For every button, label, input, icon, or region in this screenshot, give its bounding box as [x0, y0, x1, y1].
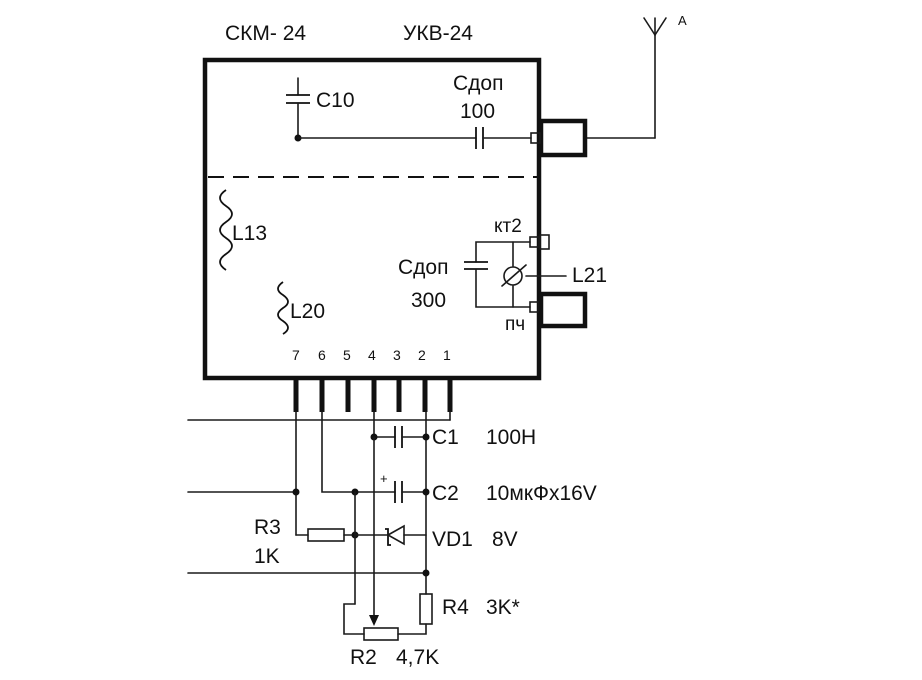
pch-label: пч	[505, 314, 525, 335]
cdop-mid-label: Сдоп	[398, 256, 448, 279]
pin-number-1: 1	[443, 347, 451, 363]
r2-value: 4,7K	[396, 646, 439, 669]
pin-number-5: 5	[343, 347, 351, 363]
tuner-module-box	[202, 57, 542, 381]
coil-l20	[277, 281, 289, 335]
capacitor-cdop-100	[475, 127, 484, 149]
resistor-r4	[419, 593, 433, 625]
antenna-connector	[538, 118, 588, 158]
cdop-mid-value: 300	[411, 289, 446, 312]
c2-label: C2	[432, 482, 459, 505]
c1-value: 100Н	[486, 426, 536, 449]
r3-value: 1K	[254, 545, 280, 568]
cdop-top-label: Сдоп	[453, 72, 503, 95]
c2-value: 10мкФх16V	[486, 482, 597, 505]
zener-diode-vd1	[354, 524, 427, 546]
kt2-label: кт2	[494, 216, 522, 237]
pin-number-3: 3	[393, 347, 401, 363]
c2-plus-sign: +	[380, 471, 388, 486]
antenna-symbol	[643, 17, 667, 139]
l21-label: L21	[572, 264, 607, 287]
pin-number-7: 7	[292, 347, 300, 363]
resistor-r3	[307, 528, 345, 542]
module-pins	[293, 380, 453, 412]
coil-l21	[501, 264, 567, 287]
vd1-value: 8V	[492, 528, 518, 551]
capacitor-c1	[394, 426, 403, 448]
c1-label: C1	[432, 426, 459, 449]
pin-number-4: 4	[368, 347, 376, 363]
capacitor-c2	[394, 481, 403, 503]
module-title-skm: СКМ- 24	[225, 22, 306, 45]
l13-label: L13	[232, 222, 267, 245]
c10-label: C10	[316, 89, 355, 112]
if-connector	[538, 291, 588, 329]
capacitor-c10	[286, 77, 310, 142]
cdop-top-value: 100	[460, 100, 495, 123]
module-title-ukv: УКВ-24	[403, 22, 473, 45]
potentiometer-r2	[363, 627, 399, 641]
r4-value: 3K*	[486, 596, 520, 619]
pin-number-6: 6	[318, 347, 326, 363]
antenna-label: А	[678, 13, 687, 28]
capacitor-cdop-300	[464, 261, 488, 270]
l20-label: L20	[290, 300, 325, 323]
pin-number-2: 2	[418, 347, 426, 363]
r2-label: R2	[350, 646, 377, 669]
coil-l13	[219, 189, 233, 271]
vd1-label: VD1	[432, 528, 473, 551]
r4-label: R4	[442, 596, 469, 619]
r3-label: R3	[254, 516, 281, 539]
